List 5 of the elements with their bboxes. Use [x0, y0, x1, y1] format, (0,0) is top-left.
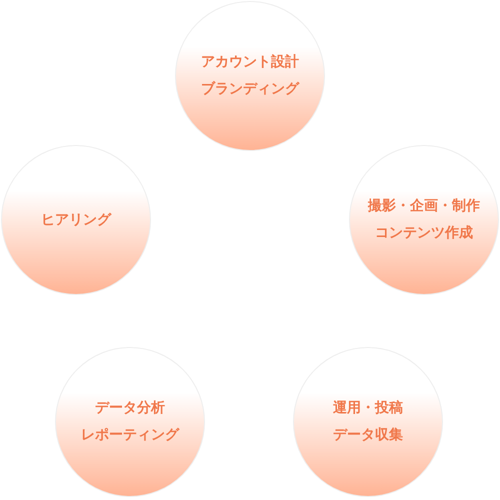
node-label: 運用・投稿データ収集	[333, 399, 403, 445]
node-label: アカウント設計ブランディング	[201, 53, 299, 99]
node-label: ヒアリング	[41, 210, 111, 230]
node-label: 撮影・企画・制作コンテンツ作成	[368, 197, 480, 243]
node-label: データ分析レポーティング	[81, 399, 179, 445]
